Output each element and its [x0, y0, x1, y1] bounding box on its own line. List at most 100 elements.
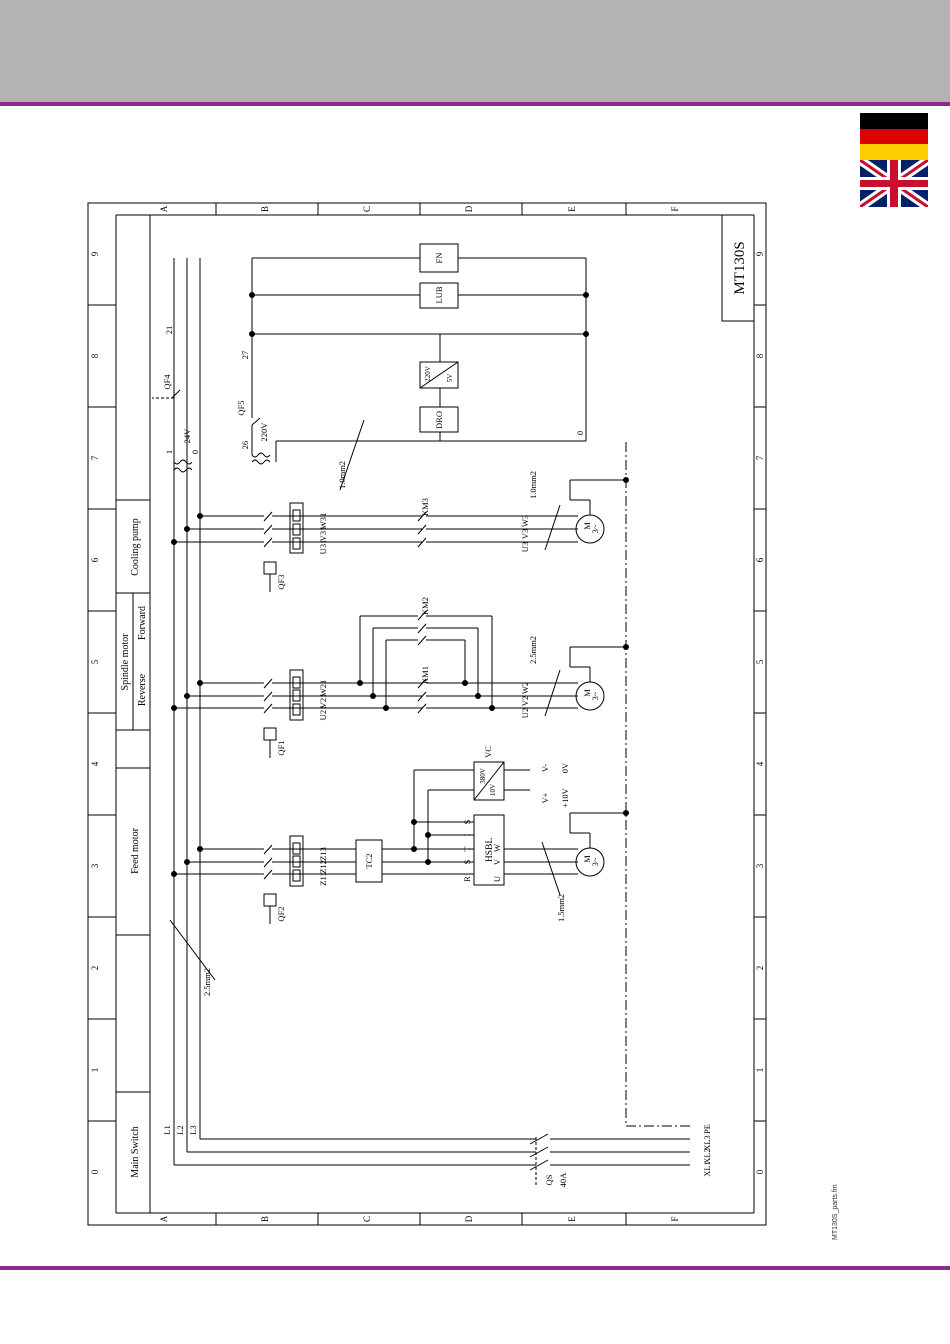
spindle-motor: [575, 681, 605, 711]
label-qf5: QF5: [236, 400, 246, 415]
col-marker: 7: [755, 455, 765, 460]
label-n1: 1: [164, 450, 174, 454]
col-marker: 2: [755, 966, 765, 971]
col-marker: 6: [755, 557, 765, 562]
col-marker: 6: [90, 557, 100, 562]
label-u31: U31: [318, 540, 328, 555]
uk-flag-icon[interactable]: [860, 160, 928, 207]
drawing-frame: [87, 202, 767, 1226]
col-marker: 7: [90, 455, 100, 460]
col-marker: 0: [755, 1169, 765, 1174]
col-marker: 3: [90, 863, 100, 868]
label-hsbl: HSBL: [485, 838, 495, 862]
label-r: R: [462, 876, 472, 882]
label-qs: QS: [544, 1174, 554, 1185]
tc2-transformer: [355, 839, 383, 883]
label-km1: KM1: [420, 666, 430, 684]
label-n0: 0: [190, 450, 200, 454]
label-w31: W31: [318, 513, 328, 530]
label-xl3: XL3: [702, 1135, 712, 1151]
label-km2: KM2: [420, 597, 430, 615]
header-bar: [0, 0, 950, 102]
file-name-label: MT130S_parts.fm: [832, 1184, 839, 1240]
col-marker: 1: [90, 1068, 100, 1073]
label-n21: 21: [164, 326, 174, 335]
footer-rule: [0, 1266, 950, 1270]
label-v-plus: V+: [540, 792, 550, 803]
col-marker: 3: [755, 863, 765, 868]
title-block: [721, 214, 755, 322]
label-km3: KM3: [420, 498, 430, 516]
lub-box: [419, 282, 459, 309]
row-marker: D: [464, 1215, 474, 1222]
label-w: W: [492, 844, 502, 852]
label-xl2: XL2: [702, 1148, 712, 1164]
row-marker: B: [260, 206, 270, 212]
label-pe: PE: [702, 1124, 712, 1134]
dro-box: [419, 406, 459, 433]
label-motor-m: M: [582, 855, 592, 863]
hsbl-drive: [473, 814, 505, 886]
label-xl1: XL1: [702, 1161, 712, 1177]
section-main-switch: Main Switch: [130, 1126, 141, 1177]
label-s: S: [462, 859, 472, 864]
col-marker: 5: [90, 659, 100, 664]
label-u: U: [492, 876, 502, 882]
label-v2: V2: [520, 696, 530, 706]
col-marker: 5: [755, 659, 765, 664]
label-u2: U2: [520, 708, 530, 718]
label-u3: U3: [520, 542, 530, 552]
label-motor-m: M: [582, 689, 592, 697]
label-w2: W2: [520, 682, 530, 694]
label-qf4: QF4: [162, 374, 172, 390]
label-z11: Z11: [318, 872, 328, 885]
label-i: I: [462, 833, 472, 836]
label-v31: V31: [318, 527, 328, 542]
label-vc: VC: [483, 746, 493, 758]
label-dro: DRO: [434, 411, 444, 429]
label-l1: L1: [162, 1125, 172, 1134]
label-qs-amp: 40A: [558, 1172, 568, 1188]
label-wire-4: 1.5mm2: [556, 894, 566, 922]
label-tc2: TC2: [364, 853, 374, 868]
label-wire-5: 2.5mm2: [202, 968, 212, 996]
label-l3: L3: [188, 1125, 198, 1134]
label-vc-in: 380V: [479, 768, 487, 784]
header-rule: [0, 102, 950, 106]
label-v21: V21: [318, 694, 328, 709]
row-marker: D: [464, 205, 474, 212]
label-z12: Z12: [318, 860, 328, 874]
label-w3: W3: [520, 515, 530, 527]
label-motor-m: M: [582, 522, 592, 530]
label-zero: 0: [575, 431, 585, 435]
row-marker: C: [362, 206, 372, 212]
label-v: V: [492, 858, 502, 865]
label-qf2: QF2: [276, 906, 286, 921]
label-motor-3: 3~: [590, 524, 600, 533]
row-marker: E: [567, 1216, 577, 1222]
col-marker: 0: [90, 1169, 100, 1174]
label-qf3: QF3: [276, 574, 286, 589]
column-grid: [88, 304, 766, 1122]
label-u21: U21: [318, 706, 328, 721]
label-v-minus: V-: [540, 764, 550, 772]
label-0v: 0V: [560, 762, 570, 773]
label-z13: Z13: [318, 847, 328, 861]
label-n26: 26: [240, 441, 250, 450]
row-marker: A: [159, 205, 169, 212]
col-marker: 4: [755, 761, 765, 766]
section-forward: Forward: [137, 606, 148, 640]
german-flag-icon[interactable]: [860, 113, 928, 160]
label-motor-3: 3~: [590, 691, 600, 700]
col-marker: 1: [755, 1068, 765, 1073]
col-marker: 9: [90, 251, 100, 256]
label-l2: L2: [175, 1125, 185, 1134]
label-s1: S: [462, 819, 472, 824]
col-marker: 8: [755, 353, 765, 358]
col-marker: 8: [90, 353, 100, 358]
power-supply-box: [419, 361, 459, 389]
row-grid: [215, 203, 627, 1225]
section-cooling-pump: Cooling pump: [130, 518, 141, 576]
label-vc-out: 10V: [489, 784, 497, 796]
